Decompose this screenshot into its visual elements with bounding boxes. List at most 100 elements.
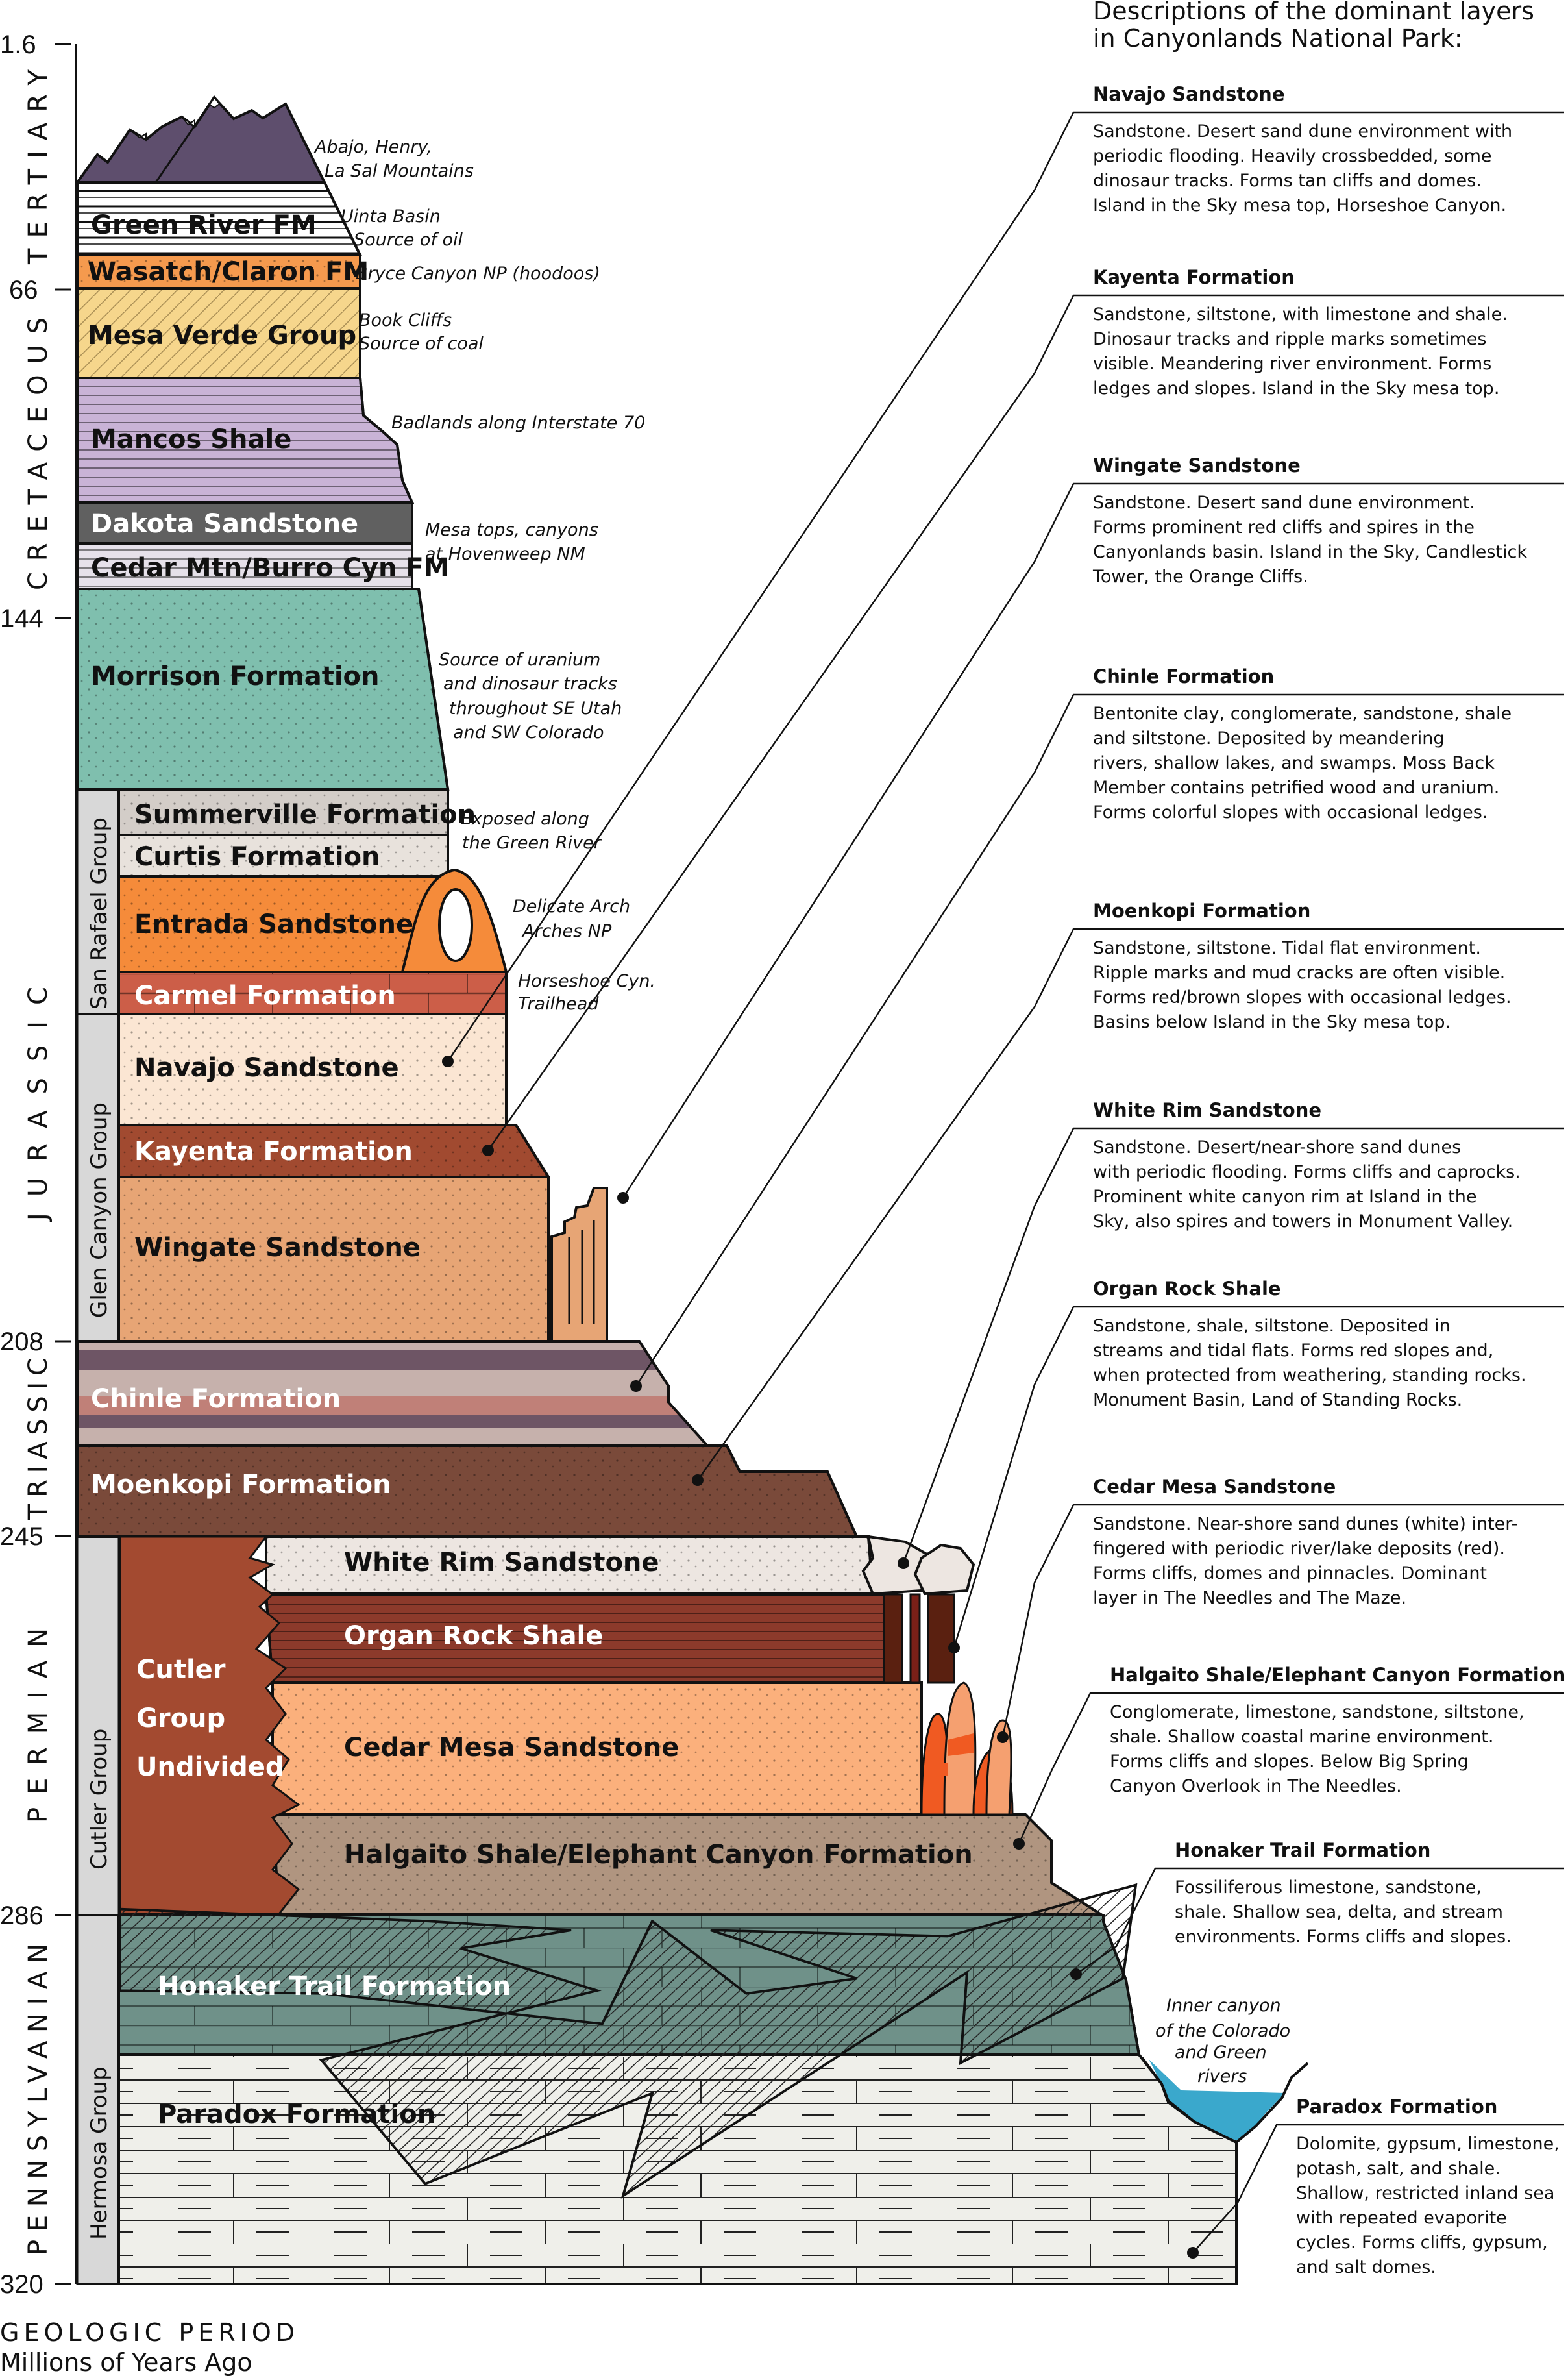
note-dakota-2: at Hovenweep NM bbox=[425, 544, 585, 564]
description-line: Conglomerate, limestone, sandstone, silt… bbox=[1110, 1702, 1525, 1722]
group-hermosa: Hermosa Group bbox=[86, 2066, 112, 2240]
description-line: Ripple marks and mud cracks are often vi… bbox=[1093, 963, 1505, 983]
caprock-shape bbox=[861, 1535, 930, 1596]
note-mesa-verde-1: Book Cliffs bbox=[359, 310, 452, 330]
description-title: Moenkopi Formation bbox=[1093, 900, 1310, 922]
layer-label-mancos-shale: Mancos Shale bbox=[91, 425, 291, 454]
layer-label-curtis-formation: Curtis Formation bbox=[134, 842, 380, 872]
descriptions-title: Descriptions of the dominant layers in C… bbox=[1093, 0, 1534, 53]
paradox-salt-structure bbox=[119, 1883, 1138, 2199]
note-morrison-3: throughout SE Utah bbox=[449, 699, 622, 719]
standing-rock bbox=[883, 1593, 903, 1684]
period-cretaceous: CRETACEOUS bbox=[23, 317, 53, 590]
period-permian: PERMIAN bbox=[23, 1628, 53, 1823]
description-line: cycles. Forms cliffs, gypsum, bbox=[1296, 2233, 1548, 2253]
mountain-ridge-line bbox=[154, 97, 215, 183]
group-san-rafael: San Rafael Group bbox=[86, 817, 112, 1009]
anchor-dot bbox=[617, 1192, 629, 1204]
description-line: Canyonlands basin. Island in the Sky, Ca… bbox=[1093, 542, 1527, 562]
needle-shape bbox=[985, 1719, 1012, 1816]
description-line: Canyon Overlook in The Needles. bbox=[1110, 1776, 1402, 1796]
anchor-dot bbox=[630, 1380, 642, 1392]
leader-line bbox=[1018, 1692, 1564, 1844]
description-title: Kayenta Formation bbox=[1093, 266, 1295, 288]
note-mesa-verde-2: Source of coal bbox=[359, 334, 484, 354]
group-glen-canyon: Glen Canyon Group bbox=[86, 1102, 112, 1318]
anchor-dot bbox=[692, 1474, 704, 1486]
footer-geologic-period: GEOLOGIC PERIOD bbox=[0, 2318, 299, 2347]
white-rim-caprocks bbox=[861, 1535, 975, 1684]
description-line: Shallow, restricted inland sea bbox=[1296, 2183, 1554, 2203]
leader-line bbox=[487, 294, 1564, 1151]
layer-label-moenkopi-formation: Moenkopi Formation bbox=[91, 1470, 391, 1500]
layer-label-honaker-trail-formation: Honaker Trail Formation bbox=[158, 1972, 511, 2001]
note-inner-canyon-3: and Green bbox=[1175, 2042, 1267, 2062]
layer-pattern-moenkopi-formation bbox=[76, 1444, 859, 1538]
standing-rock bbox=[927, 1593, 955, 1684]
layer-label-wingate-sandstone: Wingate Sandstone bbox=[134, 1233, 421, 1263]
description-line: layer in The Needles and The Maze. bbox=[1093, 1588, 1406, 1608]
description-line: Dinosaur tracks and ripple marks sometim… bbox=[1093, 329, 1486, 349]
description-line: Island in the Sky mesa top, Horseshoe Ca… bbox=[1093, 195, 1506, 216]
description-line: shale. Shallow sea, delta, and stream bbox=[1175, 1902, 1503, 1922]
leader-line bbox=[1075, 1867, 1564, 1975]
description-line: streams and tidal flats. Forms red slope… bbox=[1093, 1341, 1493, 1361]
description-line: fingered with periodic river/lake deposi… bbox=[1093, 1539, 1505, 1559]
description-line: Forms cliffs, domes and pinnacles. Domin… bbox=[1093, 1563, 1487, 1583]
description-title: Wingate Sandstone bbox=[1093, 454, 1301, 477]
cutler-word-2: Group bbox=[136, 1703, 225, 1733]
description-line: Member contains petrified wood and urani… bbox=[1093, 778, 1499, 798]
arch-opening bbox=[438, 888, 473, 962]
cutler-word-3: Undivided bbox=[136, 1752, 284, 1782]
inner-canyon-outline bbox=[1141, 2057, 1309, 2144]
description-line: Tower, the Orange Cliffs. bbox=[1092, 567, 1308, 587]
layer-label-navajo-sandstone: Navajo Sandstone bbox=[134, 1053, 399, 1083]
description-title: Organ Rock Shale bbox=[1093, 1278, 1281, 1300]
leader-line bbox=[635, 693, 1564, 1387]
layer-label-cedar-mtn-burro-cyn-fm: Cedar Mtn/Burro Cyn FM bbox=[91, 553, 450, 583]
mountains-illustration bbox=[75, 95, 327, 184]
layer-label-carmel-formation: Carmel Formation bbox=[134, 981, 396, 1011]
description-line: Forms red/brown slopes with occasional l… bbox=[1093, 987, 1512, 1008]
tick-label: 66 bbox=[9, 276, 38, 304]
note-morrison-4: and SW Colorado bbox=[453, 723, 604, 743]
layer-label-green-river-fm: Green River FM bbox=[91, 210, 317, 240]
anchor-dot bbox=[442, 1056, 454, 1067]
tick-label: 208 bbox=[0, 1328, 43, 1356]
anchor-dot bbox=[898, 1557, 909, 1569]
footer-millions-of-years: Millions of Years Ago bbox=[0, 2348, 252, 2377]
layer-label-kayenta-formation: Kayenta Formation bbox=[134, 1137, 413, 1167]
leader-line bbox=[447, 111, 1564, 1062]
description-line: and siltstone. Deposited by meandering bbox=[1093, 728, 1445, 749]
description-line: visible. Meandering river environment. F… bbox=[1093, 354, 1491, 374]
description-line: Dolomite, gypsum, limestone, bbox=[1296, 2134, 1560, 2154]
cutler-undivided-shape bbox=[119, 1535, 300, 1915]
period-tertiary: TERTIARY bbox=[23, 69, 53, 265]
description-line: periodic flooding. Heavily crossbedded, … bbox=[1093, 146, 1492, 166]
description-line: shale. Shallow coastal marine environmen… bbox=[1110, 1727, 1493, 1747]
note-morrison-1: Source of uranium bbox=[439, 650, 600, 670]
note-inner-canyon-1: Inner canyon bbox=[1166, 1996, 1281, 2016]
description-line: Forms cliffs and slopes. Below Big Sprin… bbox=[1110, 1752, 1469, 1772]
title-line-1: Descriptions of the dominant layers bbox=[1093, 0, 1534, 25]
description-title: Navajo Sandstone bbox=[1093, 83, 1285, 105]
description-line: Sandstone, siltstone, with limestone and… bbox=[1093, 304, 1508, 325]
description-line: dinosaur tracks. Forms tan cliffs and do… bbox=[1093, 171, 1482, 191]
description-line: Forms prominent red cliffs and spires in… bbox=[1093, 517, 1475, 538]
description-line: Basins below Island in the Sky mesa top. bbox=[1093, 1012, 1451, 1032]
note-mountains-1: Abajo, Henry, bbox=[313, 137, 432, 157]
description-line: ledges and slopes. Island in the Sky mes… bbox=[1093, 378, 1499, 399]
delicate-arch bbox=[400, 868, 508, 973]
note-morrison-2: and dinosaur tracks bbox=[443, 674, 617, 694]
layer-label-entrada-sandstone: Entrada Sandstone bbox=[134, 910, 413, 939]
description-line: Sandstone. Desert/near-shore sand dunes bbox=[1093, 1137, 1461, 1158]
leader-line bbox=[1192, 2124, 1564, 2253]
